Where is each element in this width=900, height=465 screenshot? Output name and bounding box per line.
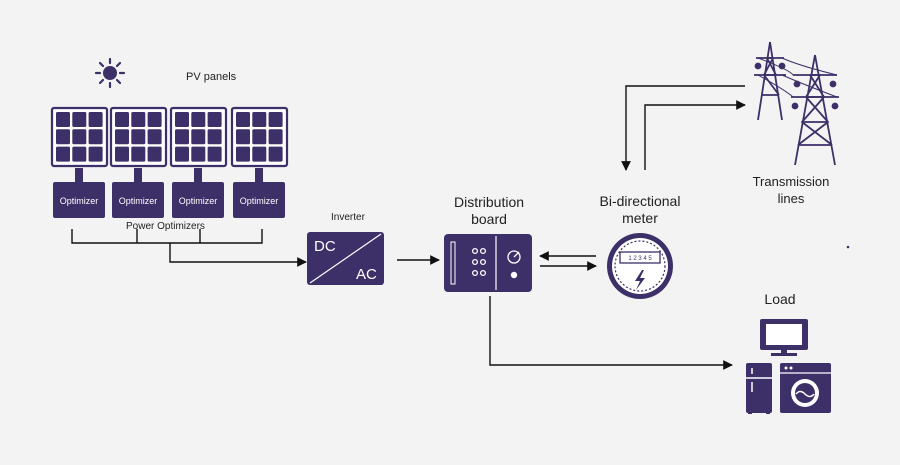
- transmission-lines-label-1: Transmission: [753, 174, 830, 189]
- optimizer-connector: [75, 168, 83, 182]
- optimizer-box: [112, 182, 164, 218]
- meter-icon: 1 2 3 4 5: [607, 233, 673, 299]
- power-optimizers-label: Power Optimizers: [126, 221, 205, 232]
- transmission-tower-icon: [754, 41, 839, 166]
- board-to-load-arrow: [489, 296, 733, 370]
- optimizer-connector: [134, 168, 142, 182]
- optimizer-label: Optimizer: [119, 196, 158, 206]
- monitor-icon: [760, 319, 808, 356]
- solar-panel-array: [50, 106, 289, 168]
- distribution-board-label-1: Distribution: [454, 194, 524, 210]
- solar-panel-icon: [230, 106, 289, 168]
- optimizer-box: [233, 182, 285, 218]
- optimizer-connector: [194, 168, 202, 182]
- transmission-lines-label-2: lines: [778, 191, 805, 206]
- inverter-dc-label: DC: [314, 238, 336, 255]
- inverter-box: DC AC: [307, 232, 384, 285]
- distribution-board-label-2: board: [471, 211, 507, 227]
- sun-icon: [94, 57, 126, 89]
- pv-panels-label: PV panels: [186, 71, 237, 83]
- grid-to-meter-arrow: [621, 85, 745, 171]
- power-optimizers-bracket: [71, 229, 307, 267]
- optimizer-label: Optimizer: [60, 196, 99, 206]
- solar-panel-icon: [50, 106, 109, 168]
- solar-panel-icon: [109, 106, 168, 168]
- optimizer-label: Optimizer: [240, 196, 279, 206]
- optimizer-box: [172, 182, 224, 218]
- refrigerator-icon: [746, 363, 772, 414]
- distribution-board-icon: [444, 234, 532, 292]
- meter-to-grid-arrow: [644, 100, 746, 170]
- inverter-ac-label: AC: [356, 266, 377, 283]
- optimizer-label: Optimizer: [179, 196, 218, 206]
- inverter-label: Inverter: [331, 212, 366, 223]
- meter-label-2: meter: [622, 210, 658, 226]
- meter-label-1: Bi-directional: [600, 193, 681, 209]
- optimizer-box: [53, 182, 105, 218]
- optimizer-connector: [255, 168, 263, 182]
- meter-digits: 1 2 3 4 5: [628, 256, 652, 262]
- optimizer-group: Optimizer Optimizer Optimizer Optimizer: [53, 168, 285, 218]
- lightning-icon: [635, 270, 645, 290]
- washing-machine-icon: [780, 363, 831, 413]
- solar-panel-icon: [169, 106, 228, 168]
- stray-dot: [846, 245, 850, 249]
- load-label: Load: [764, 291, 795, 307]
